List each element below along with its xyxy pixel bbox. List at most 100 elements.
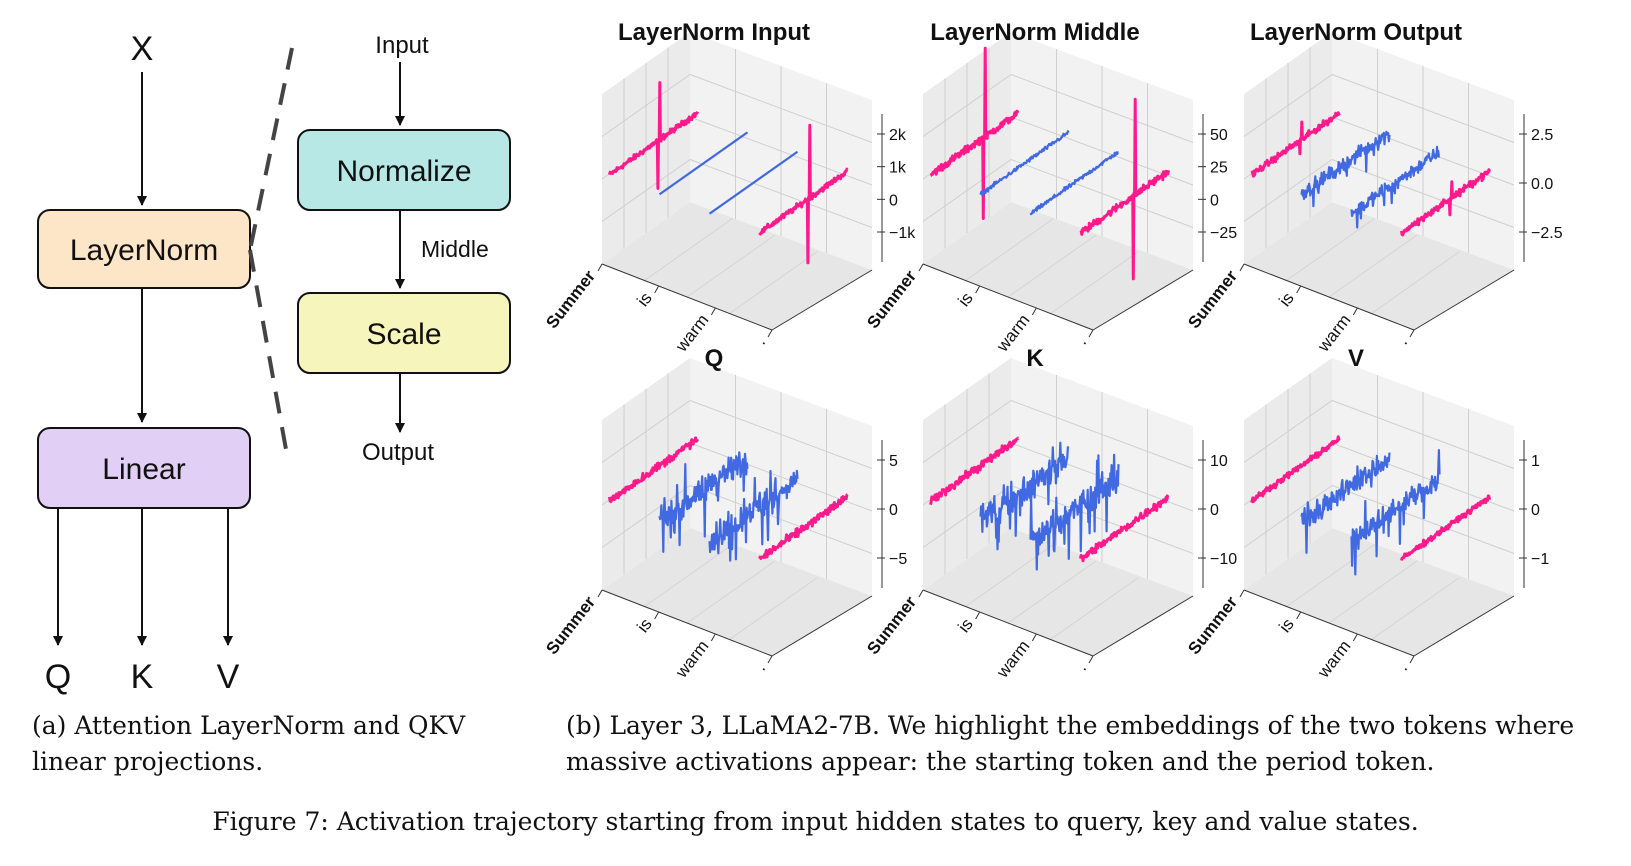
x-tick xyxy=(710,633,716,642)
grid-line xyxy=(601,74,691,137)
y-axis xyxy=(1092,595,1194,657)
z-tick-label: 2.5 xyxy=(1531,127,1553,144)
highlighted-token-line xyxy=(608,81,699,190)
grid-line xyxy=(729,251,818,314)
grid-line xyxy=(922,400,1012,463)
x-tick-label: Summer xyxy=(1184,592,1241,658)
zoom-dashed-line xyxy=(248,47,294,251)
highlighted-token-line xyxy=(1400,168,1491,237)
x-axis xyxy=(601,263,773,331)
token-line xyxy=(1350,449,1441,576)
x-tick-label: Summer xyxy=(542,266,599,332)
scale-label: Scale xyxy=(366,318,441,351)
x-tick xyxy=(1088,329,1094,338)
x-tick-label: Summer xyxy=(542,592,599,658)
grid-line xyxy=(1010,159,1194,228)
caption-a: (a) Attention LayerNorm and QKV linear p… xyxy=(32,711,466,776)
layernorm-box xyxy=(37,209,251,289)
floor-pane xyxy=(602,528,872,656)
highlighted-token-line xyxy=(608,436,699,504)
x-tick-label: is xyxy=(633,289,656,310)
token-line xyxy=(708,469,799,562)
token-line xyxy=(1300,452,1391,554)
z-tick-label: 0 xyxy=(1210,502,1219,519)
x-tick xyxy=(597,263,603,272)
z-tick-label: 5 xyxy=(889,453,898,470)
z-tick-label: −1 xyxy=(1531,551,1549,568)
grid-line xyxy=(1331,74,1515,143)
x-tick xyxy=(1031,307,1037,316)
z-tick-label: −2.5 xyxy=(1531,225,1563,242)
highlighted-token-line xyxy=(1079,97,1170,281)
token-line xyxy=(1300,130,1391,208)
x-tick xyxy=(1296,611,1302,620)
x-tick xyxy=(1031,633,1037,642)
highlighted-token-line xyxy=(1400,494,1491,561)
middle-label: Middle xyxy=(421,236,489,262)
grid-line xyxy=(1286,544,1375,607)
x-axis xyxy=(922,589,1094,657)
x-tick xyxy=(1296,285,1302,294)
z-tick-label: −1k xyxy=(889,225,916,242)
grid-line xyxy=(1010,74,1194,143)
output-v-label: V xyxy=(217,658,240,696)
grid-line xyxy=(1328,560,1418,624)
y-axis xyxy=(1092,269,1194,331)
z-tick-label: 0 xyxy=(1210,192,1219,209)
highlighted-token-line xyxy=(929,46,1020,220)
x-axis xyxy=(1243,263,1415,331)
chart-title: Q xyxy=(705,345,724,372)
grid-line xyxy=(689,400,873,469)
linear-box xyxy=(37,427,251,509)
x-tick xyxy=(1352,307,1358,316)
token-line xyxy=(979,130,1070,197)
x-tick xyxy=(767,655,773,664)
grid-line xyxy=(922,485,1012,548)
chart-title: V xyxy=(1348,345,1364,372)
grid-line xyxy=(1010,400,1194,469)
x-tick xyxy=(1239,589,1245,598)
z-tick-label: 50 xyxy=(1210,127,1228,144)
floor-pane xyxy=(923,202,1193,330)
grid-line xyxy=(1243,74,1333,137)
grid-line xyxy=(965,218,1054,281)
grid-line xyxy=(1007,234,1097,298)
x-tick xyxy=(654,611,660,620)
chart-title: LayerNorm Input xyxy=(618,19,810,46)
output-label: Output xyxy=(362,439,434,466)
grid-line xyxy=(1007,560,1097,624)
floor-pane xyxy=(923,528,1193,656)
z-tick-label: 1 xyxy=(1531,453,1540,470)
normalize-label: Normalize xyxy=(336,155,471,188)
x-tick xyxy=(654,285,660,294)
x-tick-label: is xyxy=(633,615,656,636)
token-line xyxy=(979,441,1070,551)
z-tick-label: −5 xyxy=(889,551,907,568)
floor-pane xyxy=(1244,528,1514,656)
x-tick-label: . xyxy=(751,659,769,674)
x-tick xyxy=(918,263,924,272)
y-axis xyxy=(1413,269,1515,331)
floor-pane xyxy=(1244,202,1514,330)
x-tick-label: . xyxy=(1072,659,1090,674)
y-axis xyxy=(771,269,873,331)
grid-line xyxy=(1050,251,1139,314)
token-line xyxy=(1029,151,1120,216)
grid-line xyxy=(1243,159,1333,222)
x-tick-label: is xyxy=(1275,615,1298,636)
x-label: X xyxy=(131,30,154,68)
x-tick xyxy=(1239,263,1245,272)
token-line xyxy=(658,131,749,196)
grid-line xyxy=(1331,159,1515,228)
token-line xyxy=(658,451,749,554)
x-tick-label: warm xyxy=(992,637,1033,682)
grid-line xyxy=(689,74,873,143)
x-tick xyxy=(767,329,773,338)
z-tick-label: 1k xyxy=(889,160,907,177)
token-line xyxy=(1029,453,1120,571)
grid-line xyxy=(922,159,1012,222)
